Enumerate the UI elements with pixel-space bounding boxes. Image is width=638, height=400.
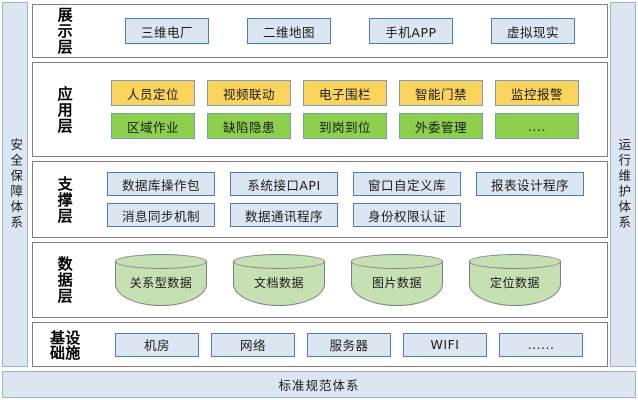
- layer-body-infrastructure: 机房网络服务器 WIFI......: [95, 323, 607, 366]
- layer-label-data: 数据层: [33, 243, 95, 317]
- node-application-12[interactable]: 到岗到位: [303, 113, 387, 139]
- cylinder-shape: 文档数据: [233, 254, 325, 306]
- node-presentation-1[interactable]: 二维地图: [247, 18, 331, 44]
- layer-body-application: 人员定位视频联动电子围栏智能门禁监控报警区域作业缺陷隐患到岗到位外委管理....: [95, 63, 607, 156]
- data-store-cylinder[interactable]: 图片数据: [351, 254, 443, 306]
- node-application-0[interactable]: 人员定位: [111, 80, 195, 106]
- node-support-10[interactable]: 消息同步机制: [107, 203, 215, 227]
- node-row: 消息同步机制数据通讯程序身份权限认证: [101, 203, 601, 227]
- layer-label-column: 基础: [48, 329, 66, 360]
- cylinder-top-ellipse: [351, 254, 443, 269]
- node-infrastructure-2[interactable]: 服务器: [307, 332, 391, 357]
- node-row: 数据库操作包系统接口API 窗口自定义库报表设计程序: [101, 172, 601, 196]
- cylinder-shape: 定位数据: [469, 254, 561, 306]
- node-support-11[interactable]: 数据通讯程序: [230, 203, 338, 227]
- node-row: 人员定位视频联动电子围栏智能门禁监控报警: [101, 80, 601, 106]
- node-row: 机房网络服务器 WIFI......: [101, 332, 601, 357]
- cylinder-top-ellipse: [233, 254, 325, 269]
- node-presentation-0[interactable]: 三维电厂: [125, 18, 209, 44]
- node-support-12[interactable]: 身份权限认证: [353, 203, 461, 227]
- layer-label-column: 设施: [63, 329, 82, 360]
- layer-application: 应用层人员定位视频联动电子围栏智能门禁监控报警区域作业缺陷隐患到岗到位外委管理.…: [32, 62, 608, 157]
- right-pillar-label: 运行维护体系: [616, 138, 632, 231]
- cylinder-label: 文档数据: [253, 276, 304, 290]
- layer-label-text: 支撑层: [55, 175, 74, 224]
- layer-label-text: 展示层: [55, 7, 74, 55]
- node-application-14[interactable]: ....: [495, 113, 579, 139]
- node-infrastructure-0[interactable]: 机房: [115, 332, 199, 357]
- layer-body-support: 数据库操作包系统接口API 窗口自定义库报表设计程序消息同步机制数据通讯程序身份权…: [95, 162, 607, 237]
- layer-body-data: 关系型数据 文档数据 图片数据 定位数据: [95, 243, 607, 317]
- cylinder-label: 关系型数据: [129, 276, 193, 290]
- data-store-cylinder[interactable]: 关系型数据: [115, 254, 207, 306]
- bottom-bar-label: 标准规范体系: [278, 378, 360, 393]
- node-presentation-3[interactable]: 虚拟现实: [491, 18, 575, 44]
- cylinder-label: 图片数据: [371, 276, 422, 290]
- layer-label-infrastructure: 基础设施: [33, 323, 95, 366]
- node-infrastructure-1[interactable]: 网络: [211, 332, 295, 357]
- node-row: 三维电厂 二维地图 手机APP 虚拟现实: [101, 18, 601, 44]
- cylinder-shape: 图片数据: [351, 254, 443, 306]
- layer-label-text: 应用层: [55, 85, 74, 134]
- bottom-bar-standards-system: 标准规范体系: [2, 371, 636, 398]
- left-pillar-label: 安全保障体系: [8, 138, 24, 231]
- layer-label-application: 应用层: [33, 63, 95, 156]
- node-application-13[interactable]: 外委管理: [399, 113, 483, 139]
- layer-presentation: 展示层 三维电厂 二维地图 手机APP 虚拟现实: [32, 4, 608, 58]
- right-pillar-ops-system: 运行维护体系: [610, 2, 636, 367]
- cylinder-top-ellipse: [115, 254, 207, 269]
- node-application-2[interactable]: 电子围栏: [303, 80, 387, 106]
- layer-label-support: 支撑层: [33, 162, 95, 237]
- layer-label-presentation: 展示层: [33, 5, 95, 57]
- node-application-3[interactable]: 智能门禁: [399, 80, 483, 106]
- cylinder-label: 定位数据: [489, 276, 540, 290]
- layer-label-text: 数据层: [55, 256, 74, 304]
- layer-infrastructure: 基础设施 机房网络服务器 WIFI......: [32, 322, 608, 367]
- node-infrastructure-4[interactable]: ......: [499, 332, 583, 357]
- node-infrastructure-3[interactable]: WIFI: [403, 332, 487, 357]
- node-support-2[interactable]: 窗口自定义库: [353, 172, 461, 196]
- left-pillar-security-system: 安全保障体系: [2, 2, 28, 367]
- node-support-3[interactable]: 报表设计程序: [476, 172, 584, 196]
- cylinder-top-ellipse: [469, 254, 561, 269]
- cylinder-shape: 关系型数据: [115, 254, 207, 306]
- layer-support: 支撑层 数据库操作包系统接口API 窗口自定义库报表设计程序消息同步机制数据通讯程序…: [32, 161, 608, 238]
- data-store-cylinder[interactable]: 文档数据: [233, 254, 325, 306]
- layer-label-text-multiline: 基础设施: [48, 329, 82, 360]
- data-store-cylinder[interactable]: 定位数据: [469, 254, 561, 306]
- node-application-4[interactable]: 监控报警: [495, 80, 579, 106]
- node-application-1[interactable]: 视频联动: [207, 80, 291, 106]
- node-application-11[interactable]: 缺陷隐患: [207, 113, 291, 139]
- node-row: 关系型数据 文档数据 图片数据 定位数据: [101, 254, 601, 306]
- layer-data: 数据层 关系型数据 文档数据 图片数据 定位数据: [32, 242, 608, 318]
- node-presentation-2[interactable]: 手机APP: [369, 18, 453, 44]
- node-row: 区域作业缺陷隐患到岗到位外委管理....: [101, 113, 601, 139]
- node-support-1[interactable]: 系统接口API: [230, 172, 338, 196]
- layer-body-presentation: 三维电厂 二维地图 手机APP 虚拟现实: [95, 5, 607, 57]
- node-application-10[interactable]: 区域作业: [111, 113, 195, 139]
- node-support-0[interactable]: 数据库操作包: [107, 172, 215, 196]
